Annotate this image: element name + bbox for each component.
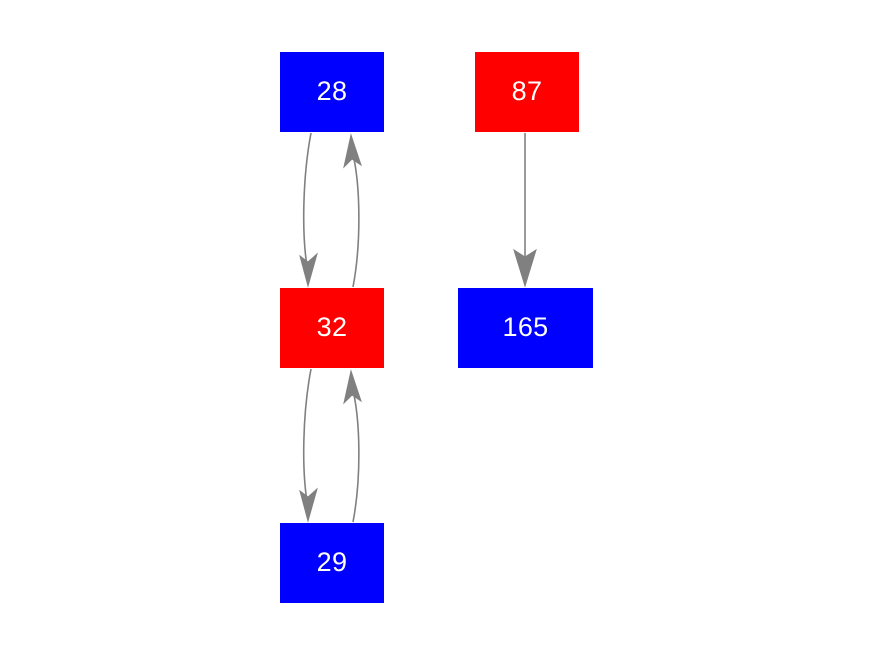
arrowhead-down-icon (513, 248, 537, 288)
arrowhead-down-icon (299, 252, 318, 288)
arrowhead-up-icon (343, 369, 362, 405)
edge-32-to-28 (343, 133, 362, 288)
graph-node-29[interactable]: 29 (280, 523, 384, 603)
edge-87-to-165 (513, 133, 537, 288)
graph-node-32[interactable]: 32 (280, 288, 384, 368)
graph-node-label: 28 (316, 75, 348, 106)
arrowhead-up-icon (343, 133, 362, 169)
graph-node-87[interactable]: 87 (475, 52, 579, 132)
edge-29-to-32 (343, 369, 362, 523)
graph-node-label: 32 (316, 311, 348, 342)
graph-node-28[interactable]: 28 (280, 52, 384, 132)
graph-node-label: 87 (511, 75, 543, 106)
graph-node-label: 29 (316, 546, 348, 577)
edge-32-to-29 (299, 368, 318, 523)
graph-node-label: 165 (502, 311, 549, 342)
graph-node-165[interactable]: 165 (458, 288, 593, 368)
edge-28-to-32 (299, 132, 318, 288)
arrowhead-down-icon (299, 487, 318, 523)
